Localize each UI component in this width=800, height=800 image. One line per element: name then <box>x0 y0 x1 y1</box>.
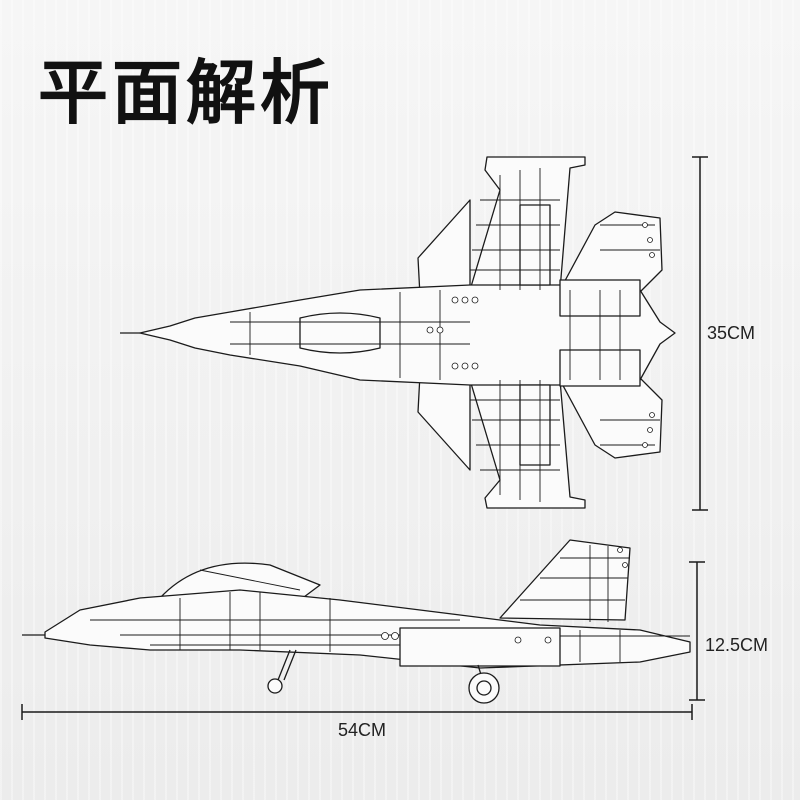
page-title: 平面解析 <box>38 52 334 134</box>
length-dimension-line <box>21 704 693 720</box>
width-dimension-line <box>692 156 708 511</box>
side-view-panel-lines <box>90 545 690 662</box>
height-dimension-label: 12.5CM <box>705 635 769 655</box>
top-view-panel-lines <box>230 168 660 502</box>
top-view-studs <box>426 222 655 448</box>
length-dimension-label: 54CM <box>338 720 387 740</box>
side-view-studs <box>381 547 628 644</box>
width-dimension-label: 35CM <box>707 323 756 343</box>
height-dimension-line <box>689 561 705 701</box>
top-view-aircraft <box>120 156 676 509</box>
